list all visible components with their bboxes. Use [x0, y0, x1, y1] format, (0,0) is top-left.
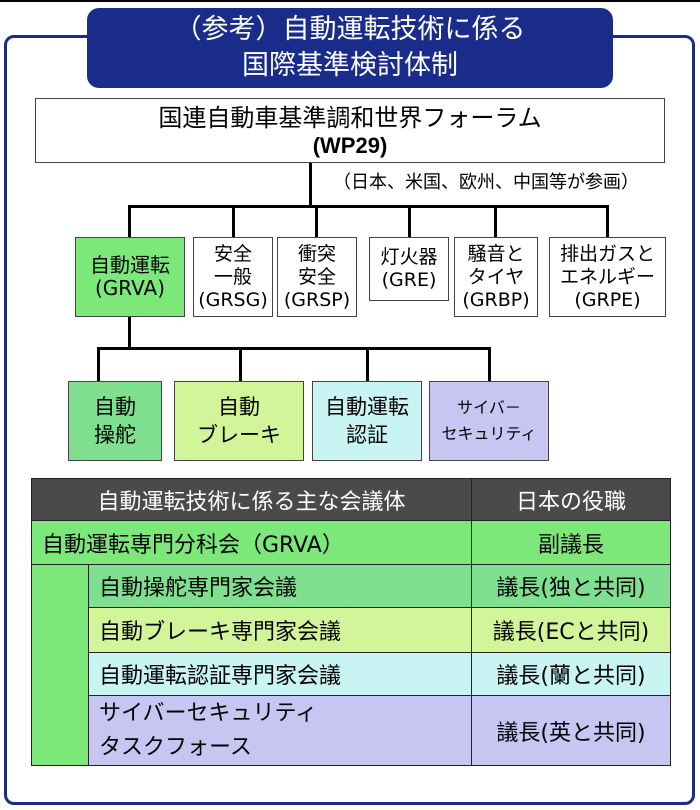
- wg-grbp-line2: タイヤ: [467, 265, 525, 288]
- table-row-body: 自動操舵専門家会議: [88, 564, 472, 608]
- subgroup-cybersecurity-line2: セキュリティ: [441, 424, 537, 443]
- wg-grsg-line1: 安全: [213, 242, 252, 265]
- table-row: 自動運転認証専門家会議 議長(蘭と共同): [32, 652, 671, 696]
- subgroup-braking-line1: 自動: [218, 395, 260, 419]
- table-row-role: 副議長: [471, 520, 671, 565]
- connector-wg-1: [128, 205, 131, 237]
- roles-table: 自動運転技術に係る主な会議体 日本の役職 自動運転専門分科会（GRVA） 副議長…: [31, 478, 671, 766]
- connector-wg-3: [315, 205, 318, 237]
- wp29-name: 国連自動車基準調和世界フォーラム: [158, 103, 542, 132]
- wg-grva-line1: 自動運転: [90, 253, 170, 277]
- wg-box-grva: 自動運転 (GRVA): [75, 237, 185, 317]
- table-row: 自動運転専門分科会（GRVA） 副議長: [31, 520, 671, 565]
- table-header-role: 日本の役職: [471, 478, 671, 521]
- table-row: サイバーセキュリティ タスクフォース 議長(英と共同): [32, 695, 671, 766]
- wg-grva-line2: (GRVA): [95, 276, 165, 300]
- wg-grsp-line3: (GRSP): [283, 288, 351, 311]
- table-row-body: 自動運転認証専門家会議: [88, 652, 472, 696]
- table-row: 自動操舵専門家会議 議長(独と共同): [31, 564, 671, 766]
- subgroup-box-steering: 自動 操舵: [68, 381, 162, 461]
- wg-grpe-line1: 排出ガスと: [559, 242, 655, 265]
- table-row-role: 議長(蘭と共同): [471, 652, 671, 696]
- wg-grsg-line2: 一般: [213, 265, 252, 288]
- connector-sub-bus: [97, 347, 491, 350]
- table-row-body: 自動運転専門分科会（GRVA）: [31, 520, 472, 565]
- connector-grva-trunk: [128, 317, 131, 349]
- wg-grsg-line3: (GRSG): [198, 288, 268, 311]
- wg-box-grsp: 衝突 安全 (GRSP): [277, 237, 357, 317]
- subgroup-box-cybersecurity: サイバ－ セキュリティ: [429, 381, 549, 461]
- wg-box-grbp: 騒音と タイヤ (GRBP): [454, 237, 538, 317]
- connector-wg-6: [606, 205, 609, 237]
- title-line-2: 国際基準検討体制: [242, 50, 458, 81]
- top-rule: [0, 0, 700, 2]
- wp29-participants-note: （日本、米国、欧州、中国等が参画）: [333, 172, 639, 193]
- connector-wg-5: [494, 205, 497, 237]
- connector-wg-4: [408, 205, 411, 237]
- connector-wg-2: [232, 205, 235, 237]
- table-row-body-line1: サイバーセキュリティ: [99, 700, 318, 726]
- wg-grpe-line2: エネルギー: [559, 265, 655, 288]
- connector-sub-1: [97, 347, 100, 381]
- subgroup-braking-line2: ブレーキ: [197, 423, 281, 447]
- wg-grbp-line1: 騒音と: [467, 242, 525, 265]
- connector-sub-3: [366, 347, 369, 381]
- wg-grsp-line1: 衝突: [297, 242, 336, 265]
- subgroup-steering-line2: 操舵: [94, 423, 136, 447]
- wg-gre-line1: 灯火器: [380, 246, 438, 268]
- table-row-body: 自動ブレーキ専門家会議: [88, 607, 472, 653]
- table-indent-cell: [31, 564, 89, 766]
- table-header-row: 自動運転技術に係る主な会議体 日本の役職: [31, 478, 671, 521]
- table-row-body: サイバーセキュリティ タスクフォース: [88, 695, 472, 766]
- connector-sub-2: [239, 347, 242, 381]
- wp29-box: 国連自動車基準調和世界フォーラム (WP29): [35, 98, 665, 163]
- page-title: （参考）自動運転技術に係る 国際基準検討体制: [87, 8, 613, 88]
- wg-gre-line2: (GRE): [381, 269, 437, 291]
- wg-box-grsg: 安全 一般 (GRSG): [193, 237, 273, 317]
- connector-wp29-trunk: [309, 163, 312, 207]
- table-row-body-line2: タスクフォース: [99, 734, 252, 760]
- subgroup-box-braking: 自動 ブレーキ: [174, 381, 304, 461]
- wg-box-gre: 灯火器 (GRE): [369, 237, 449, 301]
- table-row: 自動ブレーキ専門家会議 議長(ECと共同): [32, 607, 671, 653]
- wg-grpe-line3: (GRPE): [574, 288, 641, 311]
- wg-grbp-line3: (GRBP): [462, 288, 530, 311]
- subgroup-box-certification: 自動運転 認証: [312, 381, 422, 461]
- table-header-body: 自動運転技術に係る主な会議体: [31, 478, 472, 521]
- subgroup-certification-line1: 自動運転: [325, 395, 409, 419]
- wg-box-grpe: 排出ガスと エネルギー (GRPE): [549, 237, 666, 317]
- connector-wg-bus: [128, 205, 609, 208]
- table-row-role: 議長(ECと共同): [471, 607, 671, 653]
- title-line-1: （参考）自動運転技術に係る: [174, 14, 526, 45]
- subgroup-certification-line2: 認証: [346, 423, 388, 447]
- table-row-role: 議長(独と共同): [471, 564, 671, 608]
- wp29-code: (WP29): [312, 132, 388, 158]
- wg-grsp-line2: 安全: [297, 265, 336, 288]
- table-row-role: 議長(英と共同): [471, 695, 671, 766]
- connector-sub-4: [488, 347, 491, 381]
- subgroup-steering-line1: 自動: [94, 395, 136, 419]
- subgroup-cybersecurity-line1: サイバ－: [457, 398, 521, 417]
